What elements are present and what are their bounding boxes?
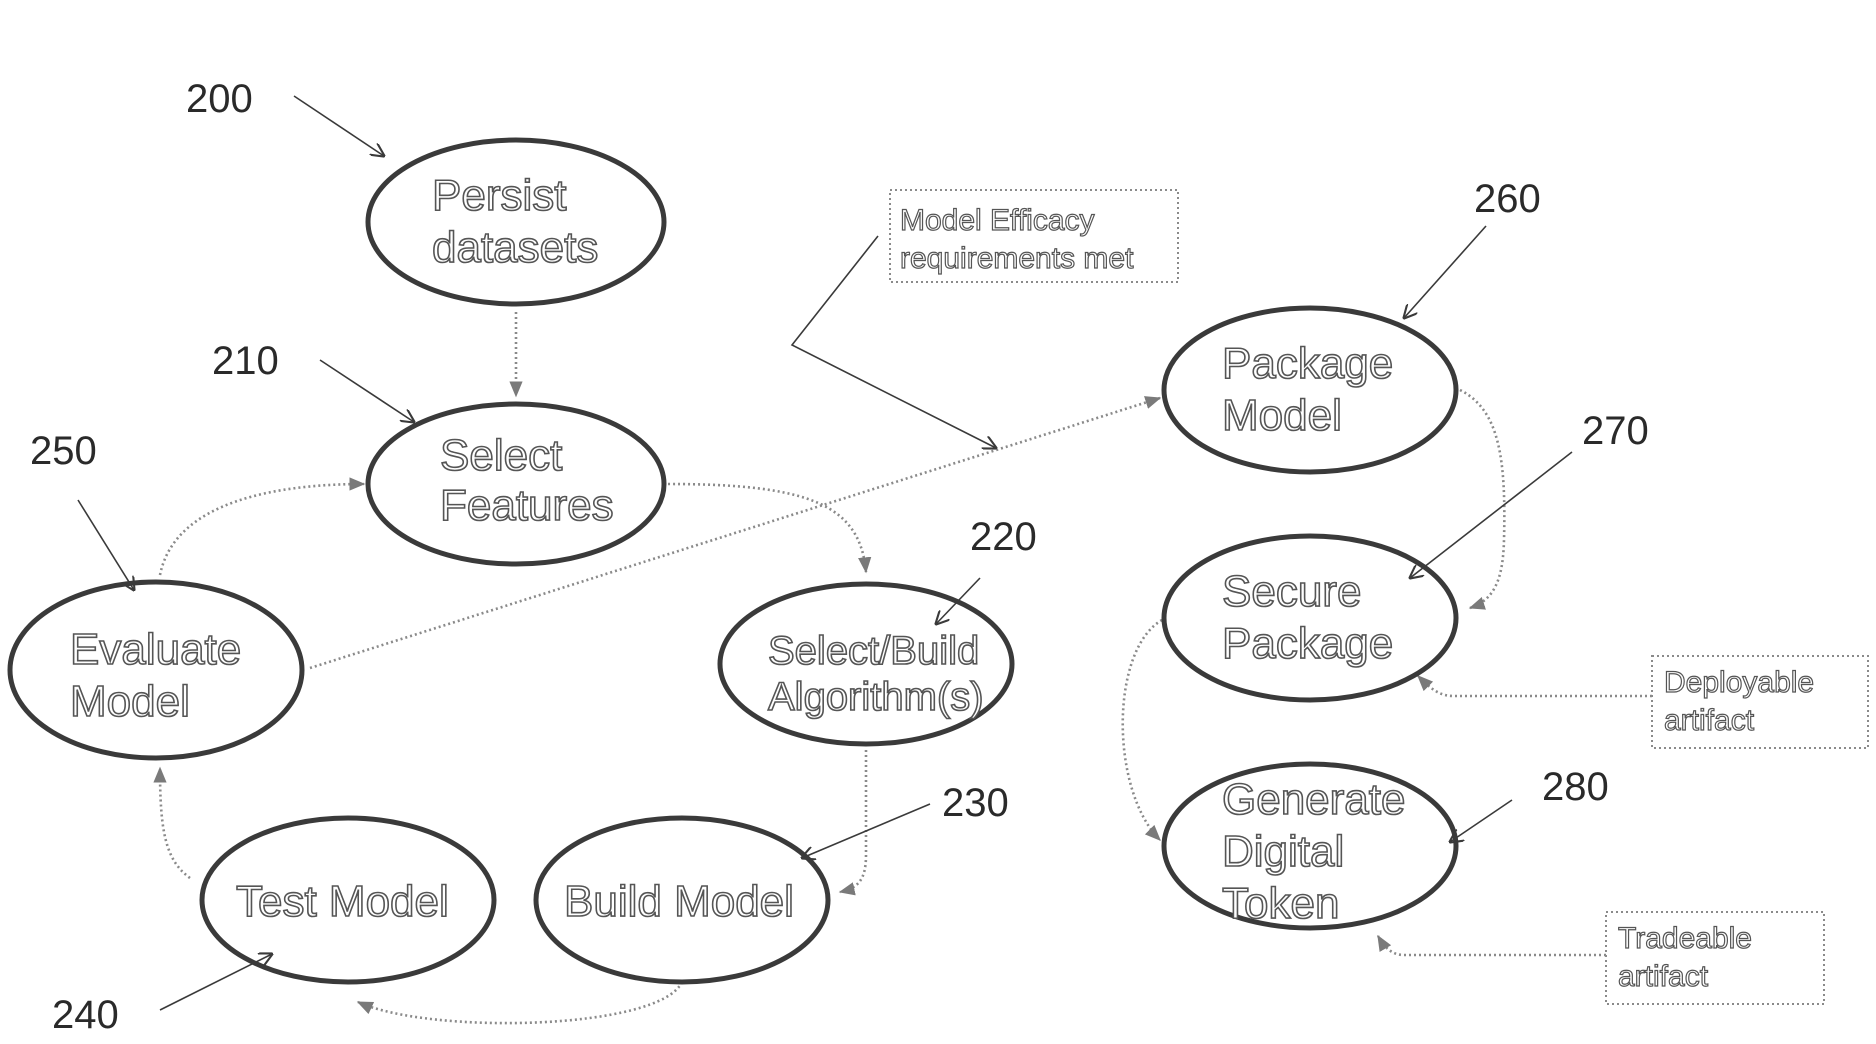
node-test-model: Test Model bbox=[202, 818, 494, 982]
node-evaluate-model: Evaluate Model bbox=[10, 582, 302, 758]
select-build-algorithms-line2: Algorithm(s) bbox=[768, 675, 984, 719]
connector-select-to-algorithm bbox=[668, 484, 866, 572]
tradeable-line1: Tradeable bbox=[1618, 922, 1752, 955]
select-features-line2: Features bbox=[440, 481, 614, 530]
connector-algorithm-to-build bbox=[840, 750, 866, 892]
package-model-line2: Model bbox=[1222, 391, 1342, 440]
deployable-line1: Deployable bbox=[1664, 666, 1814, 699]
ref-260: 260 bbox=[1474, 177, 1541, 221]
secure-package-line1: Secure bbox=[1222, 567, 1361, 616]
node-build-model: Build Model bbox=[536, 818, 828, 982]
ref-230: 230 bbox=[942, 781, 1009, 825]
select-features-line1: Select bbox=[440, 431, 562, 480]
connector-evaluate-to-select bbox=[160, 484, 364, 575]
ref-270: 270 bbox=[1582, 409, 1649, 453]
node-generate-digital-token: Generate Digital Token bbox=[1164, 764, 1456, 928]
tradeable-line2: artifact bbox=[1618, 960, 1709, 993]
note-tradeable-artifact: Tradeable artifact bbox=[1606, 912, 1824, 1004]
secure-package-line2: Package bbox=[1222, 619, 1393, 668]
deployable-line2: artifact bbox=[1664, 704, 1755, 737]
connector-deployable-note bbox=[1418, 676, 1652, 696]
model-efficacy-line2: requirements met bbox=[900, 242, 1134, 275]
persist-datasets-line1: Persist bbox=[432, 171, 566, 220]
generate-digital-token-line2: Digital bbox=[1222, 827, 1344, 876]
node-select-build-algorithms: Select/Build Algorithm(s) bbox=[720, 584, 1012, 744]
model-efficacy-line1: Model Efficacy bbox=[900, 204, 1095, 237]
ref-240: 240 bbox=[52, 993, 119, 1037]
evaluate-model-line2: Model bbox=[70, 677, 190, 726]
connector-secure-to-token bbox=[1123, 620, 1162, 840]
node-persist-datasets: Persist datasets bbox=[368, 140, 664, 304]
node-select-features: Select Features bbox=[368, 404, 664, 564]
ref-210: 210 bbox=[212, 339, 279, 383]
evaluate-model-line1: Evaluate bbox=[70, 625, 241, 674]
connector-tradeable-note bbox=[1378, 936, 1606, 955]
ref-200: 200 bbox=[186, 77, 253, 121]
persist-datasets-line2: datasets bbox=[432, 223, 598, 272]
test-model-line1: Test Model bbox=[236, 877, 449, 926]
connector-build-to-test bbox=[358, 982, 682, 1023]
connector-package-to-secure bbox=[1460, 390, 1504, 608]
ref-220: 220 bbox=[970, 515, 1037, 559]
package-model-line1: Package bbox=[1222, 339, 1393, 388]
connector-test-to-evaluate bbox=[160, 768, 190, 878]
select-build-algorithms-line1: Select/Build bbox=[768, 629, 979, 673]
note-deployable-artifact: Deployable artifact bbox=[1652, 656, 1868, 748]
note-model-efficacy: Model Efficacy requirements met bbox=[890, 190, 1178, 282]
ref-280: 280 bbox=[1542, 765, 1609, 809]
generate-digital-token-line1: Generate bbox=[1222, 775, 1405, 824]
node-secure-package: Secure Package bbox=[1164, 536, 1456, 700]
ref-250: 250 bbox=[30, 429, 97, 473]
node-package-model: Package Model bbox=[1164, 308, 1456, 472]
build-model-line1: Build Model bbox=[564, 877, 794, 926]
generate-digital-token-line3: Token bbox=[1222, 879, 1339, 928]
